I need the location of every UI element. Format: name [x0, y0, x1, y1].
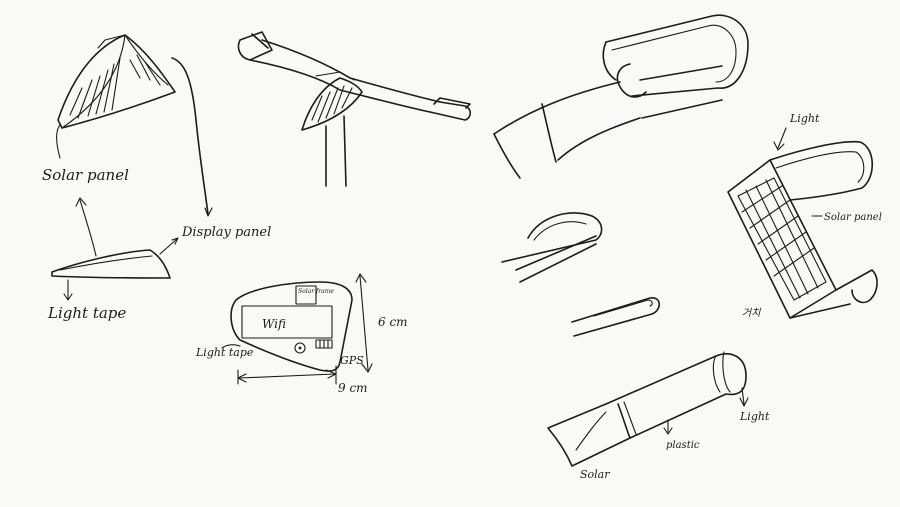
light-tape-wedge-sketch	[52, 198, 178, 300]
light-tape-label-left: Light tape	[47, 304, 126, 322]
clip-sketch	[502, 213, 602, 282]
solar-panel-arrow	[57, 125, 60, 158]
device-wifi-label: Wifi	[262, 317, 286, 331]
handlebar-leaf-sketch	[238, 32, 470, 186]
light-label-bottom: Light	[739, 410, 770, 423]
solar-label-bottom: Solar	[580, 468, 610, 481]
korean-note-label: 거치	[742, 307, 761, 319]
device-light-tape-label: Light tape	[195, 346, 254, 359]
light-label-right: Light	[789, 112, 820, 125]
device-solar-frame-label: Solar frame	[298, 288, 334, 295]
plastic-label: plastic	[666, 440, 700, 451]
solar-panel-leaf-sketch	[58, 35, 212, 216]
device-height-label: 6 cm	[378, 315, 408, 329]
device-dimension-sketch	[222, 274, 372, 384]
clamp-handlebar-sketch	[494, 15, 748, 178]
solar-clamp-sketch	[728, 128, 877, 318]
device-gps-label: GPS	[340, 354, 364, 367]
light-grip-sketch	[548, 352, 748, 466]
slot-bar-sketch	[572, 298, 659, 336]
display-panel-label: Display panel	[181, 225, 271, 240]
solar-panel-label-left: Solar panel	[42, 166, 129, 184]
solar-panel-label-right: Solar panel	[824, 212, 882, 223]
device-width-label: 9 cm	[338, 381, 368, 395]
